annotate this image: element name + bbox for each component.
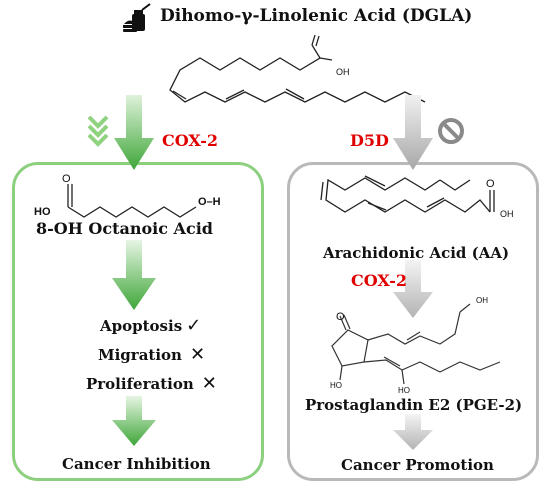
- dgla-oh-label: OH: [336, 67, 350, 77]
- green-arrow-middle: [112, 240, 156, 310]
- effect-label: Apoptosis: [100, 316, 183, 335]
- cox2-label-right: COX-2: [351, 271, 408, 290]
- gray-arrow-bottom: [393, 414, 433, 450]
- green-arrow-bottom: [112, 396, 156, 446]
- aa-oxygen: O: [486, 178, 495, 190]
- gray-arrow-middle: [393, 260, 433, 318]
- octanoic-oxygen: O: [62, 173, 71, 185]
- cancer-inhibition-label: Cancer Inhibition: [62, 455, 211, 473]
- double-chevron-down-icon: [87, 115, 109, 147]
- effect-label: Migration: [98, 345, 182, 364]
- octanoic-acid-structure: [67, 184, 197, 218]
- octanoic-oh-label: O–H: [198, 196, 221, 208]
- cancer-promotion-label: Cancer Promotion: [341, 456, 494, 474]
- cox2-label-left: COX-2: [162, 131, 219, 150]
- green-arrow-top: [114, 95, 154, 170]
- arachidonic-acid-structure: [320, 175, 495, 213]
- cross-icon: ✕: [201, 373, 217, 394]
- aa-oh-label: OH: [500, 209, 514, 219]
- dgla-structure: [169, 34, 426, 103]
- check-icon: ✓: [186, 315, 202, 336]
- food-icon: [123, 3, 151, 32]
- effect-label: Proliferation: [86, 374, 194, 393]
- pge-oh-label: OH: [476, 296, 488, 305]
- d5d-label: D5D: [350, 131, 389, 150]
- effect-migration: Migration ✕: [98, 344, 205, 365]
- pge2-label: Prostaglandin E2 (PGE-2): [305, 396, 523, 414]
- pge-ho-label-chain: HO: [398, 386, 410, 395]
- effect-proliferation: Proliferation ✕: [86, 373, 217, 394]
- octanoic-acid-label: 8-OH Octanoic Acid: [36, 219, 213, 238]
- pge-ho-label-ring: HO: [330, 381, 342, 390]
- cross-icon: ✕: [189, 344, 206, 365]
- arachidonic-acid-label: Arachidonic Acid (AA): [323, 244, 510, 262]
- pge2-structure: [331, 303, 501, 385]
- gray-arrow-top: [393, 95, 433, 170]
- effect-apoptosis: Apoptosis ✓: [100, 315, 201, 336]
- octanoic-ho-label: HO: [34, 206, 51, 218]
- pge-oxygen: O: [336, 311, 345, 323]
- dgla-title: Dihomo-γ-Linolenic Acid (DGLA): [160, 6, 473, 26]
- prohibited-icon: [438, 118, 464, 144]
